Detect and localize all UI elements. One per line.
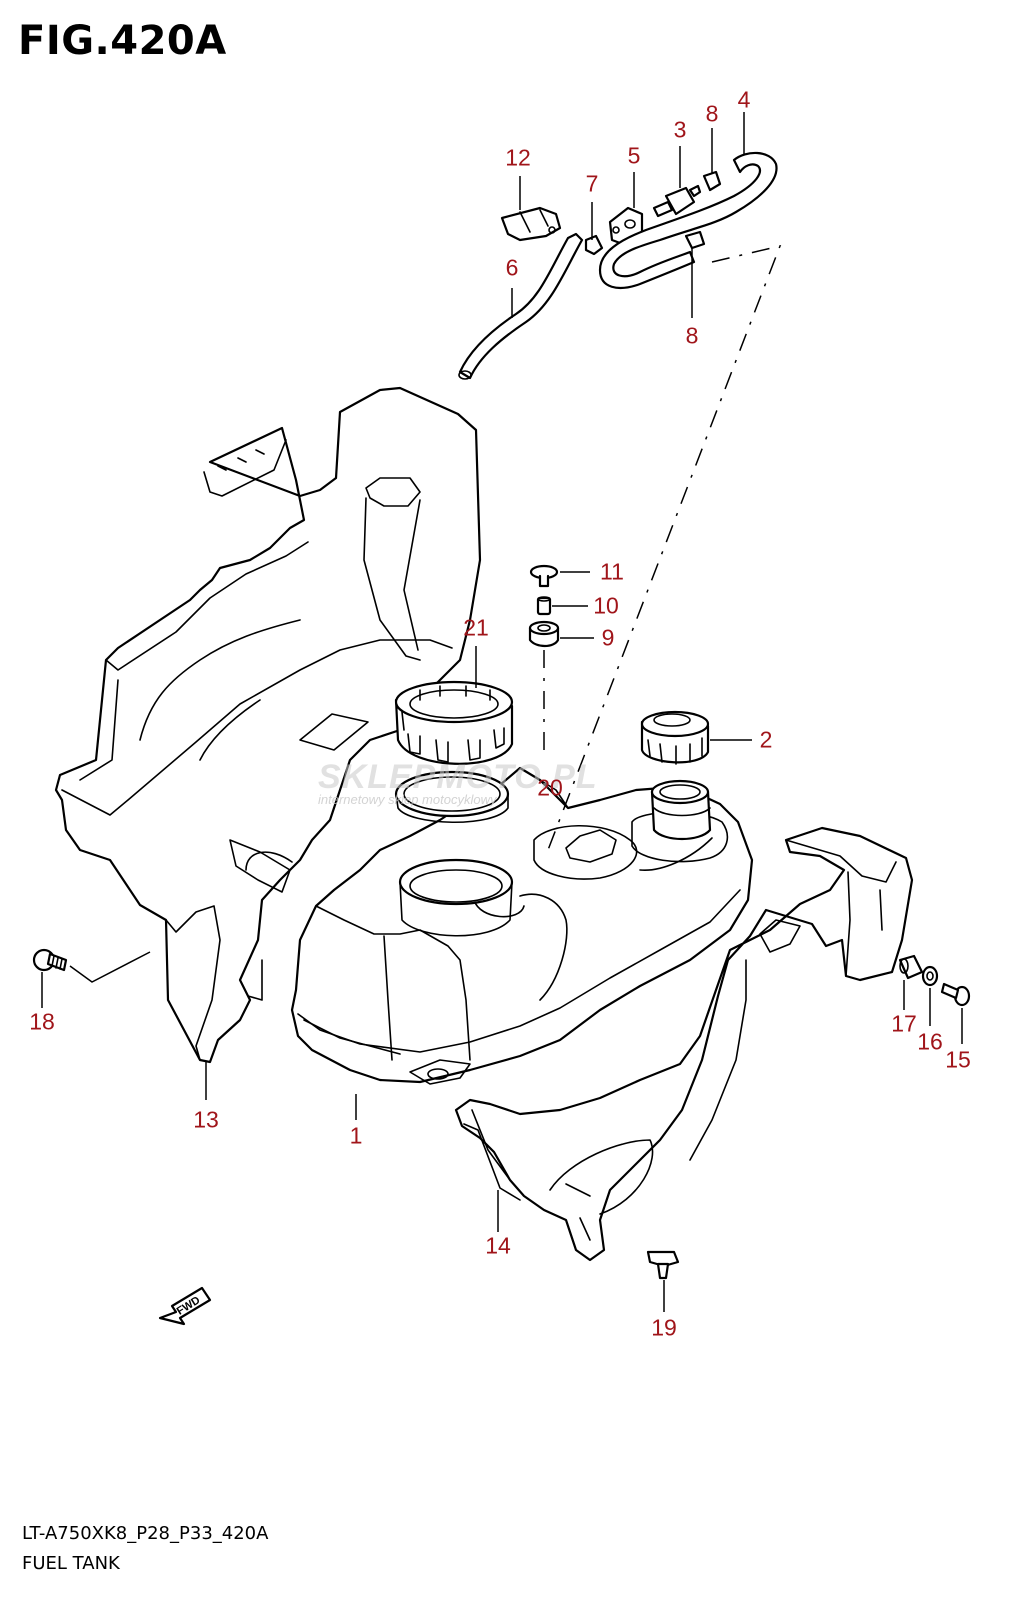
callout-4: 4 — [737, 86, 751, 113]
callout-13: 13 — [193, 1106, 219, 1133]
left-side-cover-13 — [54, 386, 482, 1064]
clip-19 — [646, 1250, 680, 1280]
callout-18: 18 — [29, 1008, 55, 1035]
fuel-cap-2 — [640, 710, 710, 765]
bolt-18 — [32, 948, 68, 972]
callout-20: 20 — [537, 774, 563, 801]
callout-16: 16 — [917, 1028, 943, 1055]
callout-6: 6 — [505, 254, 519, 281]
callout-11: 11 — [600, 558, 624, 585]
watermark-tagline: internetowy sklep motocyklowy — [318, 792, 497, 807]
fuel-tank-1 — [290, 766, 754, 1085]
leader-lines — [41, 112, 963, 1312]
washer-16 — [921, 965, 939, 987]
footer-part-name: FUEL TANK — [22, 1553, 120, 1574]
valve-3 — [652, 184, 702, 218]
collar-17 — [898, 954, 924, 980]
callout-12: 12 — [505, 144, 531, 171]
o-ring-20 — [394, 770, 510, 824]
fwd-arrow-icon — [158, 1286, 212, 1326]
callout-15: 15 — [945, 1046, 971, 1073]
callout-3: 3 — [673, 116, 687, 143]
right-side-cover-14 — [454, 826, 914, 1262]
callout-17: 17 — [891, 1010, 917, 1037]
screw-15 — [940, 982, 971, 1007]
callout-10: 10 — [593, 592, 619, 619]
callout-21: 21 — [463, 614, 489, 641]
watermark-logo: SKLEPMOTO.PL — [318, 758, 598, 796]
grommet-9 — [528, 620, 560, 648]
clamp-7 — [584, 234, 604, 256]
bolt-11 — [529, 564, 559, 588]
clamp-8a — [702, 170, 722, 192]
callout-5: 5 — [627, 142, 641, 169]
figure-title: FIG.420A — [18, 18, 227, 64]
callout-8-upper: 8 — [705, 100, 719, 127]
callout-14: 14 — [485, 1232, 511, 1259]
reference-line-hose — [547, 244, 782, 851]
callout-2: 2 — [759, 726, 773, 753]
callout-9: 9 — [601, 624, 615, 651]
drain-hose-6 — [458, 232, 584, 380]
protector-12 — [500, 206, 562, 242]
clamp-8b — [684, 230, 706, 250]
breather-hose-4 — [598, 151, 778, 289]
callout-8-lower: 8 — [685, 322, 699, 349]
callout-19: 19 — [651, 1314, 677, 1341]
callout-1: 1 — [349, 1122, 363, 1149]
callout-7: 7 — [585, 170, 599, 197]
lock-ring-21 — [394, 680, 514, 765]
footer-model-code: LT-A750XK8_P28_P33_420A — [22, 1523, 269, 1544]
collar-10 — [536, 596, 552, 616]
